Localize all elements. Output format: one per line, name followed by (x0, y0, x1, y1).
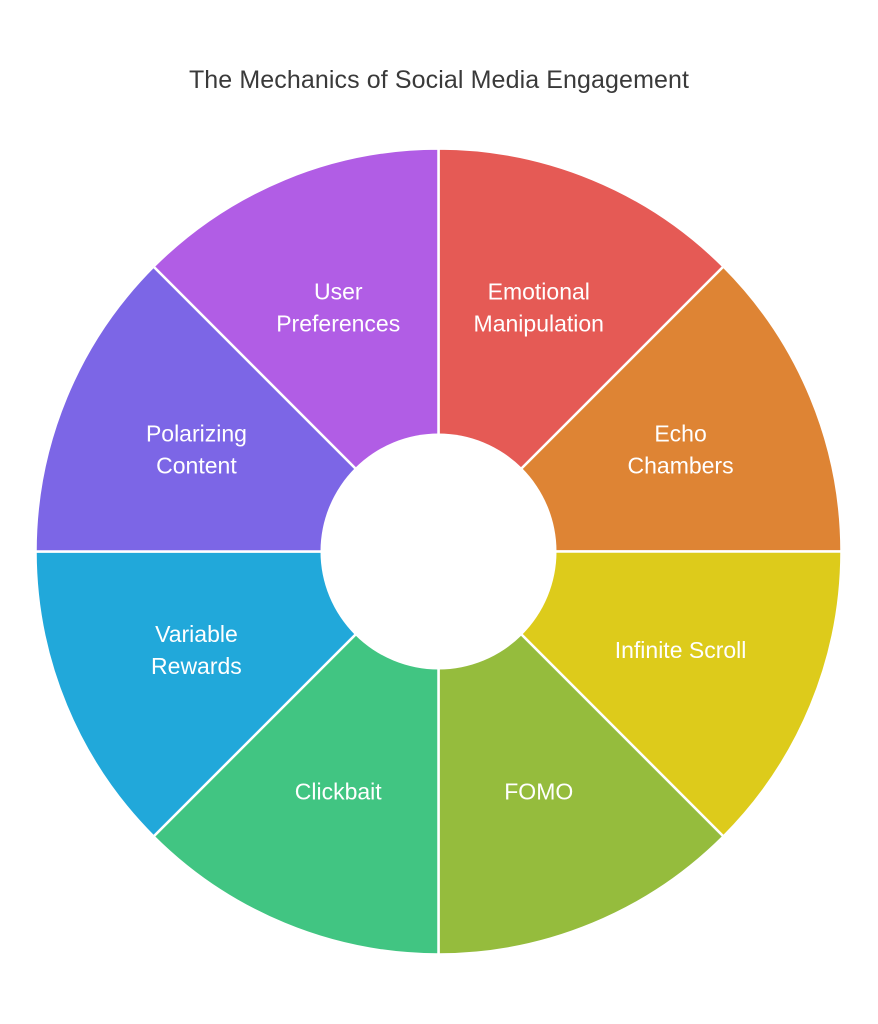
segment-user-preferences (152, 147, 440, 553)
label-line: User (314, 279, 363, 305)
segment-polarizing-content (34, 265, 440, 553)
label-line: Rewards (151, 653, 242, 679)
label-line: Chambers (628, 452, 734, 478)
segment-infinite-scroll (437, 550, 843, 838)
label-line: Infinite Scroll (615, 637, 747, 663)
label-line: Manipulation (474, 311, 604, 337)
label-line: Content (156, 452, 237, 478)
label-line: Echo (654, 420, 706, 446)
segment-fomo (437, 550, 725, 956)
label-line: Emotional (488, 279, 590, 305)
label-fomo: FOMO (504, 779, 573, 805)
label-line: FOMO (504, 779, 573, 805)
wheel-center (320, 433, 557, 670)
segment-emotional-manipulation (437, 147, 725, 553)
label-line: Polarizing (146, 420, 247, 446)
label-line: Variable (155, 621, 238, 647)
diagram-title: The Mechanics of Social Media Engagement (188, 66, 690, 94)
label-clickbait: Clickbait (295, 779, 383, 805)
segment-clickbait (152, 550, 440, 956)
wheel-segments (34, 147, 843, 956)
label-line: Preferences (276, 311, 400, 337)
segment-echo-chambers (437, 265, 843, 553)
label-infinite-scroll: Infinite Scroll (615, 637, 747, 663)
label-line: Clickbait (295, 779, 383, 805)
segment-variable-rewards (34, 550, 440, 838)
